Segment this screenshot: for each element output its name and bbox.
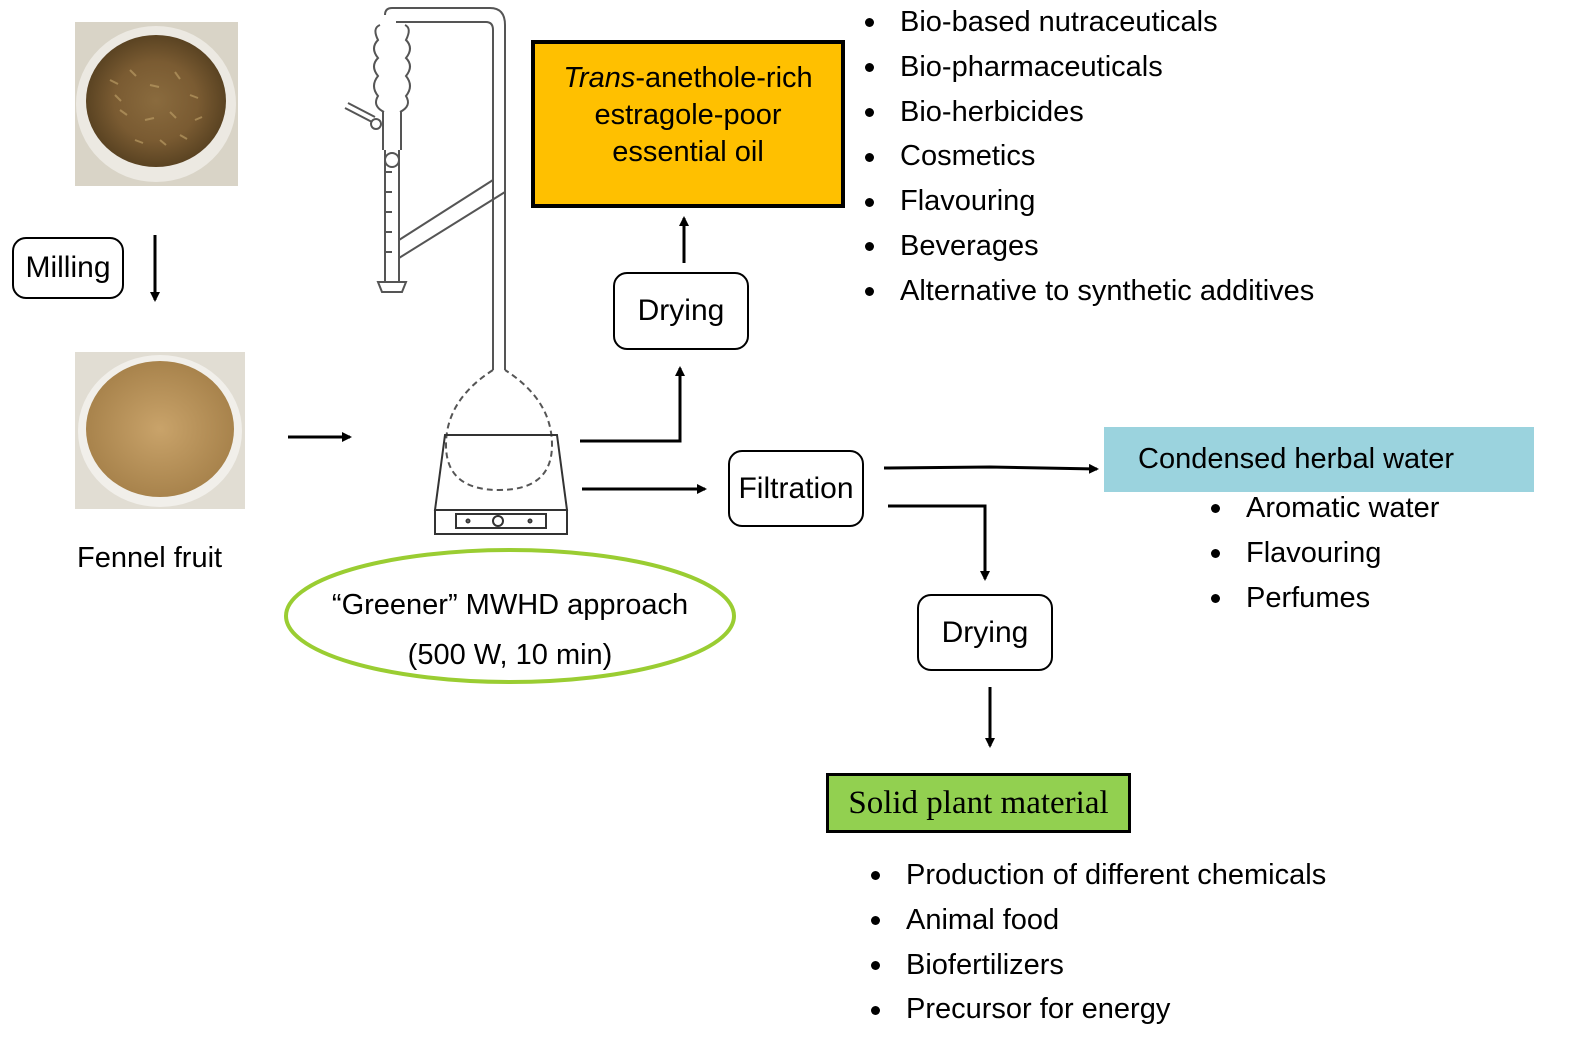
drying-top-step: Drying — [613, 272, 749, 350]
approach-line-2: (500 W, 10 min) — [407, 639, 613, 671]
drying-bottom-label: Drying — [941, 615, 1029, 649]
to-condensed-water-arrow — [883, 463, 1099, 474]
list-item: Bio-pharmaceuticals — [865, 45, 1314, 90]
list-item: Bio-based nutraceuticals — [865, 0, 1314, 45]
fennel-seeds-photo — [75, 22, 238, 186]
filtration-step: Filtration — [728, 450, 864, 527]
list-item: Precursor for energy — [871, 987, 1326, 1032]
list-item: Flavouring — [1211, 531, 1439, 576]
essential-oil-italic: Trans — [563, 62, 636, 94]
drying-bottom-step: Drying — [917, 594, 1053, 671]
essential-oil-uses-list: Bio-based nutraceuticals Bio-pharmaceuti… — [865, 0, 1314, 314]
list-item: Beverages — [865, 224, 1314, 269]
solid-material-label: Solid plant material — [848, 784, 1109, 821]
fennel-fruit-label: Fennel fruit — [77, 542, 223, 574]
condensed-water-label: Condensed herbal water — [1138, 443, 1454, 475]
milling-step: Milling — [12, 237, 124, 299]
drying-top-label: Drying — [637, 294, 725, 327]
list-item: Bio-herbicides — [865, 90, 1314, 135]
list-item: Cosmetics — [865, 134, 1314, 179]
condensed-water-box: Condensed herbal water — [1104, 427, 1534, 492]
essential-oil-line-1-rest: -anethole-rich — [635, 62, 813, 94]
list-item: Alternative to synthetic additives — [865, 269, 1314, 314]
approach-line-1: “Greener” MWHD approach — [331, 589, 689, 621]
filtration-label: Filtration — [738, 471, 854, 505]
approach-text: “Greener” MWHD approach (500 W, 10 min) — [288, 580, 732, 680]
solid-material-box: Solid plant material — [826, 773, 1131, 833]
approach-ellipse — [284, 548, 736, 684]
essential-oil-box: Trans-anethole-rich estragole-poor essen… — [531, 40, 845, 208]
list-item: Biofertilizers — [871, 943, 1326, 988]
milled-fennel-photo — [75, 352, 245, 509]
to-drying-bottom-arrow — [888, 504, 990, 581]
essential-oil-line-1: Trans-anethole-rich — [535, 60, 841, 97]
essential-oil-line-2: estragole-poor — [594, 99, 782, 131]
solid-material-uses-list: Production of different chemicals Animal… — [871, 853, 1326, 1032]
milling-label: Milling — [25, 251, 111, 284]
list-item: Flavouring — [865, 179, 1314, 224]
distillation-apparatus-icon — [344, 7, 569, 535]
essential-oil-line-3: essential oil — [612, 136, 764, 168]
herbal-water-uses-list: Aromatic water Flavouring Perfumes — [1211, 486, 1439, 620]
to-drying-top-arrow — [580, 366, 685, 443]
list-item: Aromatic water — [1211, 486, 1439, 531]
list-item: Production of different chemicals — [871, 853, 1326, 898]
list-item: Animal food — [871, 898, 1326, 943]
list-item: Perfumes — [1211, 576, 1439, 621]
